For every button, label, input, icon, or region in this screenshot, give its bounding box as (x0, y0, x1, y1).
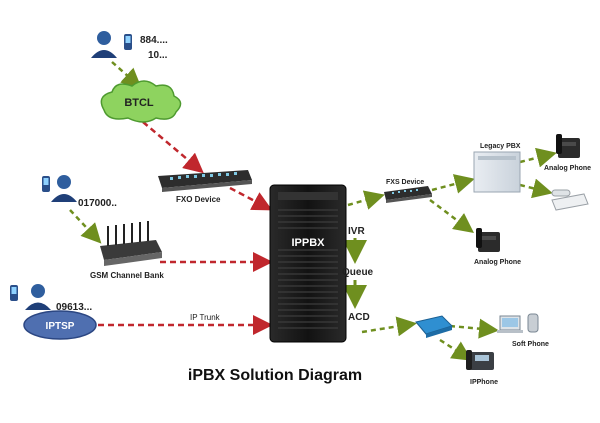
link-switch-to-ipphone (439, 338, 473, 361)
phone-number-mid: 017000.. (78, 198, 117, 209)
btcl-cloud: BTCL (100, 80, 182, 123)
link-ippbx-to-switch (361, 316, 417, 337)
queue-label: Queue (342, 267, 374, 278)
desk-phone-icon (556, 134, 580, 158)
link-fxs-to-analog (429, 199, 474, 233)
mobile-phone-icon (42, 176, 50, 192)
desk-phone-icon (476, 228, 500, 252)
phone-number-top-1: 884.... (140, 35, 168, 46)
iptsp-label: IPTSP (46, 321, 75, 332)
fxo-label: FXO Device (176, 195, 221, 204)
link-switch-to-softphone (449, 318, 499, 339)
btcl-label: BTCL (124, 97, 154, 109)
person-icon (91, 31, 117, 58)
soft-phone: Soft Phone (497, 313, 549, 348)
ip-trunk-label: IP Trunk (190, 313, 221, 322)
user-bottom: 09613... (10, 284, 92, 313)
ip-phone-icon (466, 350, 494, 370)
handset-icon (527, 313, 539, 333)
legacy-pbx: Legacy PBX (473, 143, 521, 193)
link-legacy-to-phone (519, 178, 553, 199)
fxs-label: FXS Device (386, 179, 424, 186)
link-fxs-to-legacypbx (431, 174, 475, 194)
ippbx-server: IPPBX (269, 184, 347, 343)
white-desk-phone (551, 189, 589, 211)
links (69, 61, 557, 361)
analog-phone-right: Analog Phone (544, 134, 591, 172)
fxs-device: FXS Device (384, 179, 432, 203)
network-switch (415, 315, 453, 338)
person-icon (25, 284, 51, 310)
acd-label: ACD (348, 312, 370, 323)
analog-phone-fxs-label: Analog Phone (474, 259, 521, 266)
diagram-title: iPBX Solution Diagram (188, 367, 362, 384)
mobile-phone-icon (10, 285, 18, 301)
link-btcl-to-fxo (142, 121, 204, 174)
gsm-channel-bank: GSM Channel Bank (90, 221, 164, 280)
fxo-device: FXO Device (158, 170, 252, 204)
user-mid: 017000.. (42, 175, 117, 209)
phone-number-top-2: 10... (148, 50, 168, 61)
mobile-phone-icon (124, 34, 132, 50)
iptsp-node: IPTSP (23, 310, 97, 340)
analog-phone-right-label: Analog Phone (544, 165, 591, 172)
person-icon (51, 175, 77, 202)
phone-number-bottom: 09613... (56, 302, 92, 313)
soft-phone-label: Soft Phone (512, 341, 549, 348)
link-ippbx-to-fxs (347, 190, 385, 210)
ipphone-label: IPPhone (470, 379, 498, 386)
desk-phone-icon (551, 189, 589, 211)
laptop-icon (497, 315, 523, 333)
link-fxo-to-ippbx (229, 186, 273, 211)
legacy-pbx-label: Legacy PBX (480, 143, 521, 150)
link-user-mid-to-gsm (69, 209, 102, 244)
link-user-top-to-btcl (111, 61, 142, 89)
link-legacy-to-analog-right (519, 147, 557, 168)
ippbx-label: IPPBX (291, 237, 325, 249)
gsm-label: GSM Channel Bank (90, 271, 164, 280)
analog-phone-fxs: Analog Phone (474, 228, 521, 266)
ipphone: IPPhone (466, 350, 498, 386)
user-top: 884.... 10... (91, 31, 168, 61)
ivr-label: IVR (348, 226, 365, 237)
